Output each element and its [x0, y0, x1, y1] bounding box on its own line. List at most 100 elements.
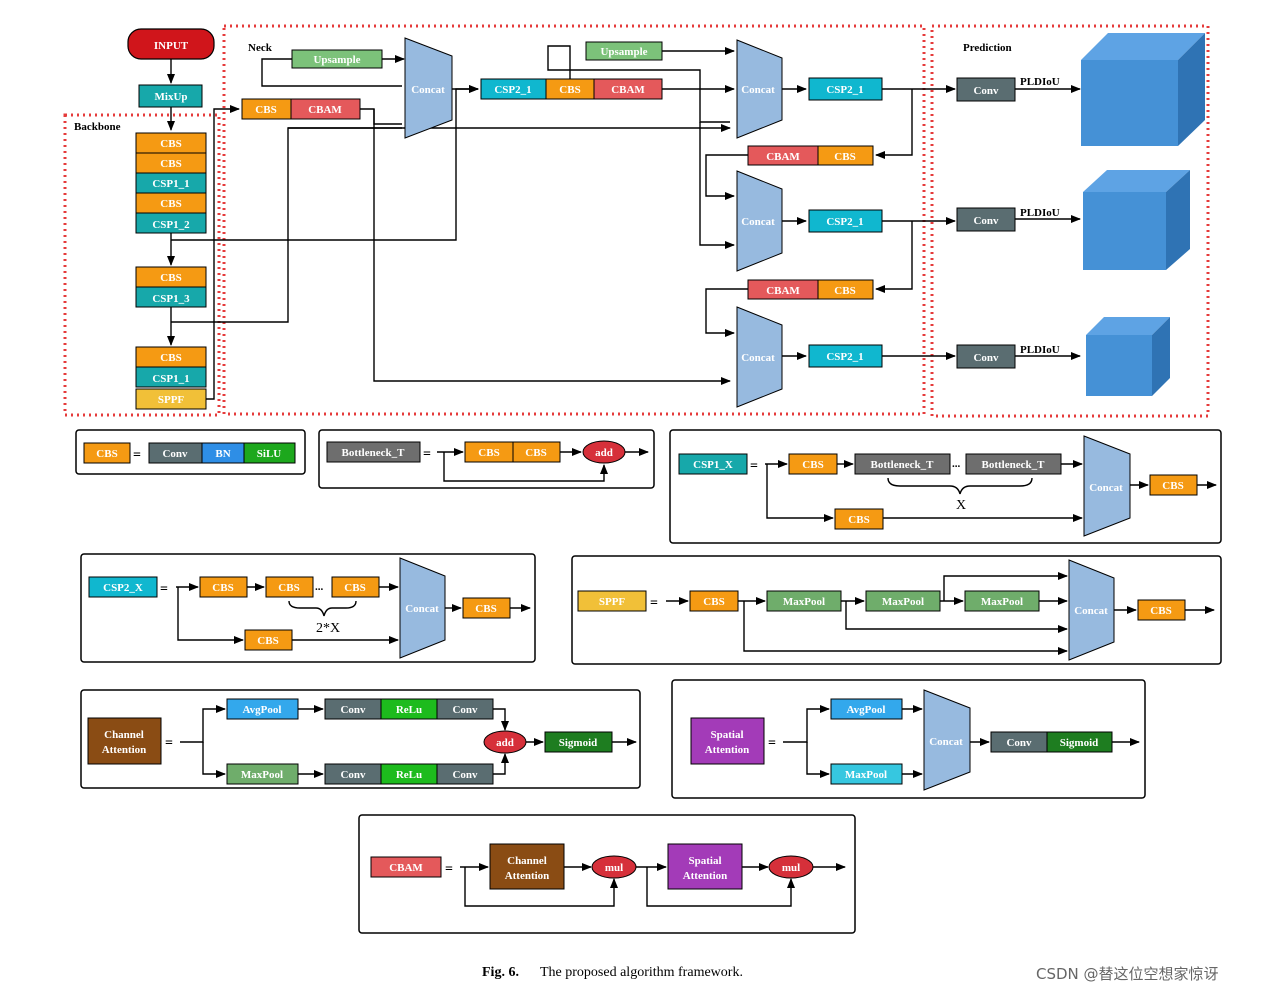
legend-csp1-name: CSP1_X: [693, 459, 733, 471]
backbone-label: Backbone: [74, 121, 121, 133]
legend-cbs-bn: BN: [215, 448, 230, 460]
legend-sppf-concat: [1068, 559, 1115, 661]
legend-sppf-out: CBS: [1150, 605, 1171, 617]
pred-conv-2: Conv: [973, 215, 999, 227]
neck-csp2-1a: CSP2_1: [494, 84, 531, 96]
backbone-block-4: CSP1_2: [152, 219, 190, 231]
legend-csp2-cbs-3: CBS: [344, 582, 365, 594]
legend-channel-conv-4: Conv: [452, 769, 478, 781]
legend-cbam-mul-2: mul: [782, 862, 800, 874]
legend-csp2-cbs-1: CBS: [212, 582, 233, 594]
legend-cbs-eq: =: [133, 448, 141, 463]
neck-cbam-1: CBAM: [308, 104, 342, 116]
legend-channel-name-2: Attention: [102, 744, 147, 756]
legend-csp2-dots: ...: [315, 581, 324, 593]
legend-channel-name: Channel: [104, 729, 144, 741]
legend-spatial-concat: [923, 689, 971, 791]
legend-spatial-maxpool: MaxPool: [845, 769, 887, 781]
prediction-label: Prediction: [963, 42, 1012, 54]
backbone-block-2: CSP1_1: [152, 178, 189, 190]
neck-cbs-2: CBS: [559, 84, 580, 96]
neck-cbam-2: CBAM: [611, 84, 645, 96]
backbone-block-3: CBS: [160, 198, 181, 210]
neck-csp2-1b: CSP2_1: [826, 84, 863, 96]
legend-channel-relu-1: ReLu: [396, 704, 422, 716]
legend-bottleneck-add: add: [595, 447, 613, 459]
prediction-region: [930, 24, 1210, 418]
legend-csp2-x: 2*X: [316, 621, 340, 636]
mixup-label: MixUp: [155, 91, 188, 103]
legend-cbam-channel: Channel: [507, 855, 547, 867]
legend-csp1-cbs-branch: CBS: [848, 514, 869, 526]
legend-csp2-concat: [399, 557, 446, 659]
backbone-block-9: SPPF: [158, 394, 185, 406]
legend-sppf-maxpool-1: MaxPool: [783, 596, 825, 608]
legend-csp1-concat-label: Concat: [1089, 482, 1123, 494]
legend-cbam-spatial: Spatial: [688, 855, 721, 867]
neck-region: [222, 24, 926, 416]
input-label: INPUT: [154, 40, 189, 52]
legend-channel-add: add: [496, 737, 514, 749]
prediction-head-1: Conv PLDIoU: [956, 33, 1205, 146]
legend-csp1-out: CBS: [1162, 480, 1183, 492]
legend-bottleneck-name: Bottleneck_T: [342, 447, 406, 459]
legend-csp2-cbs-2: CBS: [278, 582, 299, 594]
neck-concat-4: [736, 306, 783, 408]
legend-spatial-sigmoid: Sigmoid: [1060, 737, 1099, 749]
legend-channel-maxpool: MaxPool: [241, 769, 283, 781]
legend-sppf-maxpool-2: MaxPool: [882, 596, 924, 608]
neck-concat-4-label: Concat: [741, 352, 775, 364]
backbone-stack: CBS CBS CSP1_1 CBS CSP1_2 CBS CSP1_3 CBS…: [135, 132, 207, 410]
legend-sppf-cbs: CBS: [703, 596, 724, 608]
legend-csp2-concat-label: Concat: [405, 603, 439, 615]
legend-bottleneck-cbs-2: CBS: [525, 447, 546, 459]
legend-spatial-panel: [671, 679, 1146, 799]
backbone-block-1: CBS: [160, 158, 181, 170]
legend-csp1-panel: [669, 429, 1222, 544]
prediction-head-2: Conv PLDIoU: [956, 170, 1190, 270]
pred-conv-3: Conv: [973, 352, 999, 364]
neck-cbam-3: CBAM: [766, 151, 800, 163]
backbone-region: [63, 113, 221, 417]
legend-sppf-eq: =: [650, 596, 658, 611]
legend-csp1-eq: =: [750, 459, 758, 474]
legend-sppf-maxpool-3: MaxPool: [981, 596, 1023, 608]
neck-concat-1-label: Concat: [411, 84, 445, 96]
legend-cbam-name: CBAM: [389, 862, 423, 874]
backbone-block-7: CBS: [160, 352, 181, 364]
legend-cbs-name: CBS: [96, 448, 117, 460]
watermark: CSDN @替这位空想家惊讶: [1036, 965, 1219, 983]
legend-csp2-out: CBS: [475, 603, 496, 615]
legend-channel-eq: =: [165, 736, 173, 751]
neck-csp2-1c: CSP2_1: [826, 216, 863, 228]
legend-cbs-conv: Conv: [162, 448, 188, 460]
neck-cbs-4: CBS: [834, 285, 855, 297]
legend-bottleneck-cbs-1: CBS: [478, 447, 499, 459]
neck-cbs-3: CBS: [834, 151, 855, 163]
neck-cbs-1: CBS: [255, 104, 276, 116]
legend-sppf-name: SPPF: [599, 596, 626, 608]
legend-csp2-eq: =: [160, 582, 168, 597]
neck-upsample-1: Upsample: [313, 54, 360, 66]
legend-spatial-concat-label: Concat: [929, 736, 963, 748]
legend-channel-relu-2: ReLu: [396, 769, 422, 781]
legend-cbam-spatial-2: Attention: [683, 870, 728, 882]
legend-spatial-name-2: Attention: [705, 744, 750, 756]
legend-cbam-channel-2: Attention: [505, 870, 550, 882]
legend-channel-panel: [80, 689, 641, 789]
neck-csp2-1d: CSP2_1: [826, 351, 863, 363]
legend-bottleneck-eq: =: [423, 447, 431, 462]
legend-channel-avgpool: AvgPool: [243, 704, 282, 716]
legend-csp1-bottleneck-2: Bottleneck_T: [982, 459, 1046, 471]
legend-csp2-name: CSP2_X: [103, 582, 143, 594]
neck-concat-3: [736, 170, 783, 272]
legend-channel-conv-3: Conv: [340, 769, 366, 781]
legend-csp2-panel: [80, 553, 536, 663]
legend-cbs-panel: [75, 429, 306, 475]
neck-cbam-4: CBAM: [766, 285, 800, 297]
legend-csp1-concat: [1083, 435, 1131, 537]
pred-loss-2: PLDIoU: [1020, 207, 1060, 219]
backbone-block-5: CBS: [160, 272, 181, 284]
pred-conv-1: Conv: [973, 85, 999, 97]
